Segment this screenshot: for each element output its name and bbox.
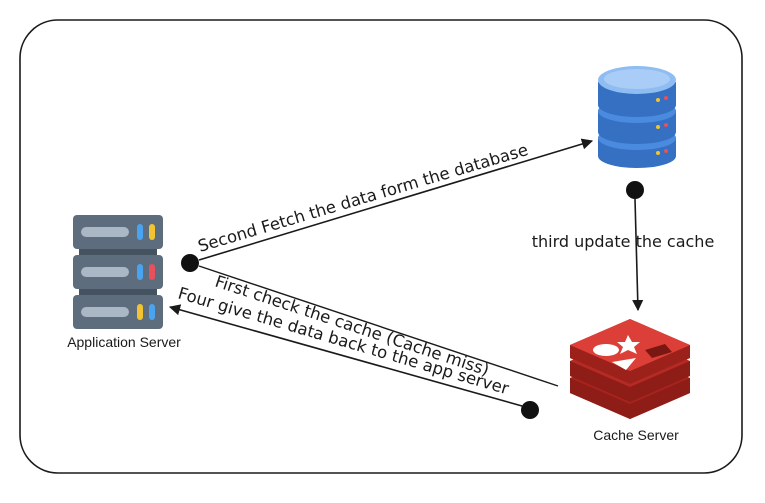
edge-third-label: third update the cache xyxy=(532,232,715,251)
edge-fourth-label: Four give the data back to the app serve… xyxy=(176,284,511,399)
edge-second-arrow xyxy=(198,138,594,261)
edge-third-start-dot xyxy=(626,181,644,199)
edge-third-arrow xyxy=(632,198,644,312)
edge-fourth-start-dot xyxy=(521,401,539,419)
redis-icon xyxy=(570,319,690,419)
edge-fourth-arrow xyxy=(168,304,523,407)
edge-second-start-dot xyxy=(181,254,199,272)
server-rack-icon xyxy=(73,215,163,329)
database-icon xyxy=(598,66,676,168)
cache-server-label: Cache Server xyxy=(593,427,679,443)
edge-second-label: Second Fetch the data form the database xyxy=(196,140,530,256)
edge-first-line xyxy=(198,265,559,387)
app-server-label: Application Server xyxy=(67,334,181,350)
diagram-frame xyxy=(19,19,743,474)
